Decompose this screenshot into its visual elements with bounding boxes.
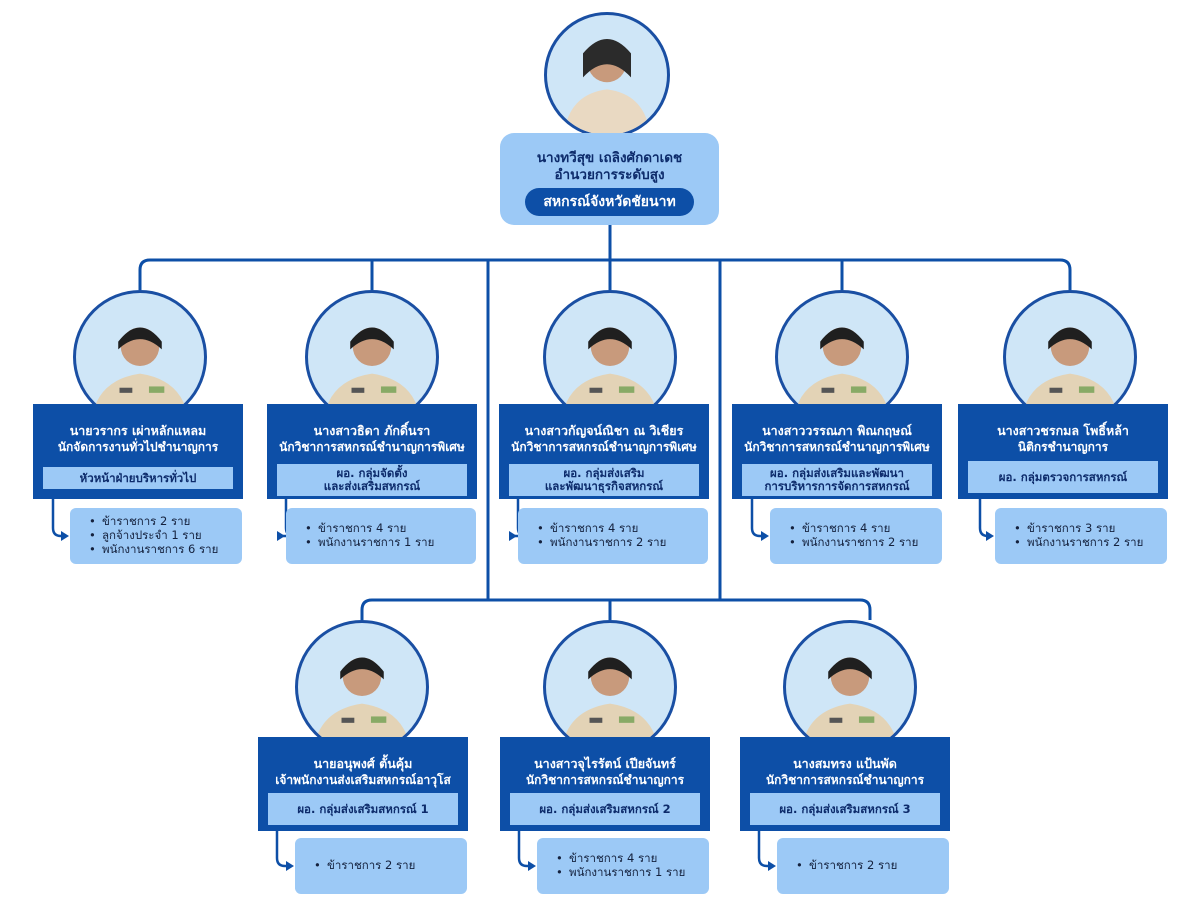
list-item: ข้าราชการ 4 ราย (537, 521, 708, 535)
group-label: ผอ. กลุ่มส่งเสริมสหกรณ์ 2 (510, 793, 700, 825)
arrowhead-icon (528, 861, 536, 871)
group-label: หัวหน้าฝ่ายบริหารทั่วไป (43, 467, 233, 489)
staff-card: นางสาวจุไรรัตน์ เปียจันทร์นักวิชาการสหกร… (500, 737, 710, 831)
sub-connector-arrow (51, 499, 66, 538)
staff-name: นางสาววรรณภา พิณกฤษณ์ (762, 423, 912, 438)
list-item: ข้าราชการ 4 ราย (305, 521, 476, 535)
head-org-badge: สหกรณ์จังหวัดชัยนาท (525, 188, 694, 216)
person-portrait-icon (563, 39, 651, 135)
staff-name: นางสาวชรกมล โพธิ์หล้า (997, 423, 1129, 438)
group-label: ผอ. กลุ่มจัดตั้ง และส่งเสริมสหกรณ์ (277, 464, 467, 496)
arrowhead-icon (277, 531, 285, 541)
person-portrait-icon (561, 327, 659, 421)
staff-card: นางสาวชรกมล โพธิ์หล้านิติกรชำนาญการผอ. ก… (958, 404, 1168, 499)
list-item: ข้าราชการ 2 ราย (89, 514, 242, 528)
arrowhead-icon (286, 861, 294, 871)
staff-card: นายวรากร เผ่าหลักแหลมนักจัดการงานทั่วไปช… (33, 404, 243, 499)
sub-connector-arrow (517, 831, 533, 868)
head-box: นางทวีสุข เถลิงศักดาเดช อำนวยการระดับสูง… (500, 133, 719, 225)
arrowhead-icon (986, 531, 994, 541)
list-item: ข้าราชการ 4 ราย (789, 521, 942, 535)
staff-count-list: ข้าราชการ 4 รายพนักงานราชการ 1 ราย (286, 508, 476, 564)
list-item: พนักงานราชการ 6 ราย (89, 542, 242, 556)
staff-count-list: ข้าราชการ 2 ราย (295, 838, 467, 894)
staff-card: นางสาวธิดา ภักดิ์นรานักวิชาการสหกรณ์ชำนา… (267, 404, 477, 499)
photo-row2-1 (295, 620, 429, 754)
staff-position: นักวิชาการสหกรณ์ชำนาญการพิเศษ (279, 440, 465, 454)
staff-count-list: ข้าราชการ 2 รายลูกจ้างประจำ 1 รายพนักงาน… (70, 508, 242, 564)
list-item: ข้าราชการ 3 ราย (1014, 521, 1167, 535)
staff-card: นางสาววรรณภา พิณกฤษณ์นักวิชาการสหกรณ์ชำน… (732, 404, 942, 499)
person-portrait-icon (793, 327, 891, 421)
sub-connector-arrow (978, 499, 991, 538)
staff-position: นักวิชาการสหกรณ์ชำนาญการ (765, 773, 925, 787)
list-item: ลูกจ้างประจำ 1 ราย (89, 528, 242, 542)
staff-name: นางสาวธิดา ภักดิ์นรา (313, 423, 431, 438)
person-portrait-icon (561, 657, 659, 751)
staff-count-list: ข้าราชการ 4 รายพนักงานราชการ 2 ราย (770, 508, 942, 564)
list-item: พนักงานราชการ 1 ราย (305, 535, 476, 549)
sub-connector-arrow (275, 831, 291, 868)
person-portrait-icon (323, 327, 421, 421)
staff-position: เจ้าพนักงานส่งเสริมสหกรณ์อาวุโส (275, 773, 451, 787)
photo-row2-3 (783, 620, 917, 754)
staff-count-list: ข้าราชการ 4 รายพนักงานราชการ 1 ราย (537, 838, 709, 894)
staff-position: นักวิชาการสหกรณ์ชำนาญการ (525, 773, 685, 787)
group-label: ผอ. กลุ่มตรวจการสหกรณ์ (968, 461, 1158, 493)
list-item: ข้าราชการ 2 ราย (314, 858, 467, 872)
staff-name: นางสาวจุไรรัตน์ เปียจันทร์ (534, 756, 676, 771)
staff-position: นักวิชาการสหกรณ์ชำนาญการพิเศษ (744, 440, 930, 454)
sub-connector-arrow (750, 499, 766, 538)
staff-count-list: ข้าราชการ 2 ราย (777, 838, 949, 894)
person-portrait-icon (313, 657, 411, 751)
list-item: พนักงานราชการ 1 ราย (556, 865, 709, 879)
staff-position: นักจัดการงานทั่วไปชำนาญการ (57, 440, 219, 454)
list-item: ข้าราชการ 4 ราย (556, 851, 709, 865)
list-item: ข้าราชการ 2 ราย (796, 858, 949, 872)
head-name: นางทวีสุข เถลิงศักดาเดช (536, 150, 683, 166)
person-portrait-icon (1021, 327, 1119, 421)
group-label: ผอ. กลุ่มส่งเสริมสหกรณ์ 1 (268, 793, 458, 825)
staff-name: นายวรากร เผ่าหลักแหลม (69, 423, 207, 438)
staff-count-list: ข้าราชการ 4 รายพนักงานราชการ 2 ราย (518, 508, 708, 564)
staff-name: นางสมทรง แป้นพัด (793, 756, 897, 771)
staff-count-list: ข้าราชการ 3 รายพนักงานราชการ 2 ราย (995, 508, 1167, 564)
head-position: อำนวยการระดับสูง (554, 167, 665, 183)
list-item: พนักงานราชการ 2 ราย (537, 535, 708, 549)
staff-card: นางสาวกัญจน์ณิชา ณ วิเชียรนักวิชาการสหกร… (499, 404, 709, 499)
arrowhead-icon (768, 861, 776, 871)
arrowhead-icon (761, 531, 769, 541)
person-portrait-icon (91, 327, 189, 421)
staff-card: นางสมทรง แป้นพัดนักวิชาการสหกรณ์ชำนาญการ… (740, 737, 950, 831)
head-photo (544, 12, 670, 138)
connector-row2-bus (360, 598, 872, 620)
staff-card: นายอนุพงศ์ ตั้นคุ้มเจ้าพนักงานส่งเสริมสห… (258, 737, 468, 831)
photo-row2-2 (543, 620, 677, 754)
staff-position: นักวิชาการสหกรณ์ชำนาญการพิเศษ (511, 440, 697, 454)
group-label: ผอ. กลุ่มส่งเสริม และพัฒนาธุรกิจสหกรณ์ (509, 464, 699, 496)
group-label: ผอ. กลุ่มส่งเสริมและพัฒนา การบริหารการจั… (742, 464, 932, 496)
person-portrait-icon (801, 657, 899, 751)
arrowhead-icon (509, 531, 517, 541)
staff-name: นางสาวกัญจน์ณิชา ณ วิเชียร (524, 423, 684, 438)
list-item: พนักงานราชการ 2 ราย (789, 535, 942, 549)
connector-row1-bus (138, 258, 1072, 290)
arrowhead-icon (61, 531, 69, 541)
staff-position: นิติกรชำนาญการ (1017, 440, 1109, 454)
sub-connector-arrow (757, 831, 773, 868)
group-label: ผอ. กลุ่มส่งเสริมสหกรณ์ 3 (750, 793, 940, 825)
list-item: พนักงานราชการ 2 ราย (1014, 535, 1167, 549)
staff-name: นายอนุพงศ์ ตั้นคุ้ม (313, 756, 413, 771)
